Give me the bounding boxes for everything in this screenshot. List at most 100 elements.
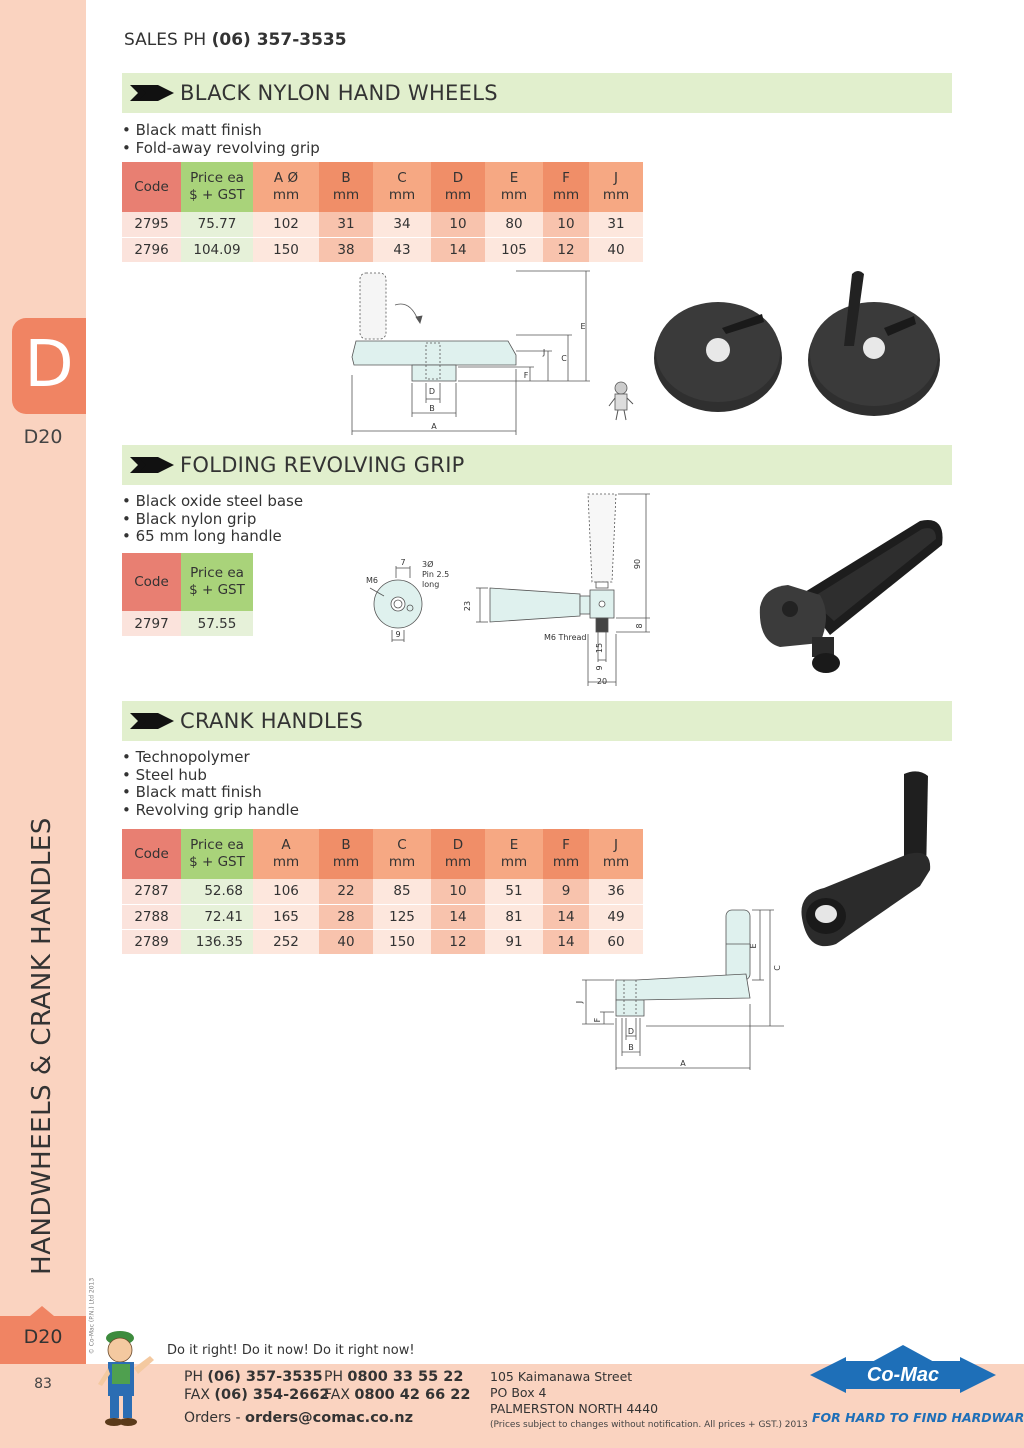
footer-address: 105 Kaimanawa Street PO Box 4 PALMERSTON… bbox=[490, 1369, 658, 1417]
dim-label-b: B bbox=[429, 404, 435, 413]
cell-code: 2788 bbox=[122, 903, 181, 929]
dim-label-f: F bbox=[524, 371, 529, 380]
cell-price: 136.35 bbox=[181, 928, 253, 954]
section-title: BLACK NYLON HAND WHEELS bbox=[180, 81, 498, 105]
arrow-icon bbox=[130, 85, 174, 101]
section-bar-handwheels: BLACK NYLON HAND WHEELS bbox=[122, 73, 952, 113]
sales-phone: (06) 357-3535 bbox=[211, 30, 347, 50]
cell-price: 72.41 bbox=[181, 903, 253, 929]
footer-phone: PH (06) 357-3535 bbox=[184, 1369, 323, 1385]
cell-e: 81 bbox=[485, 903, 543, 929]
cell-f: 10 bbox=[543, 212, 589, 237]
cell-d: 10 bbox=[431, 212, 485, 237]
handwheel-technical-drawing: D B A E C J F bbox=[351, 270, 590, 435]
crank-technical-drawing: E C J F D B A bbox=[575, 909, 784, 1070]
section-bar-crank: CRANK HANDLES bbox=[122, 701, 952, 741]
feature-list-handwheels: • Black matt finish • Fold-away revolvin… bbox=[122, 121, 320, 157]
cell-j: 49 bbox=[589, 903, 643, 929]
crank-photo bbox=[801, 771, 931, 947]
feature-item: • Black matt finish bbox=[122, 121, 262, 139]
feature-item: • Black matt finish bbox=[122, 783, 262, 801]
footer-phone-number: (06) 357-3535 bbox=[207, 1369, 323, 1385]
feature-item: • Black oxide steel base bbox=[122, 492, 304, 510]
logo-tagline: FOR HARD TO FIND HARDWARE bbox=[812, 1410, 1024, 1425]
header-code: Code bbox=[122, 553, 181, 611]
table-row: 2787 52.68 106 22 85 10 51 9 36 bbox=[122, 879, 643, 904]
feature-list-crank: • Technopolymer • Steel hub • Black matt… bbox=[122, 748, 299, 819]
footer-fax-number: (06) 354-2662 bbox=[214, 1387, 330, 1403]
mascot-illustration bbox=[98, 1331, 154, 1426]
cell-b: 38 bbox=[319, 236, 373, 262]
footer-freefax: FAX 0800 42 66 22 bbox=[324, 1387, 471, 1403]
section-letter: D bbox=[24, 328, 74, 402]
cell-d: 14 bbox=[431, 236, 485, 262]
chapter-title: HANDWHEELS & CRANK HANDLES bbox=[27, 817, 57, 1275]
cell-a: 252 bbox=[253, 928, 319, 954]
orders-email-link[interactable]: orders@comac.co.nz bbox=[245, 1410, 414, 1426]
cell-price: 104.09 bbox=[181, 236, 253, 262]
section-title: FOLDING REVOLVING GRIP bbox=[180, 453, 465, 477]
left-sidebar bbox=[0, 0, 86, 1448]
address-line: PO Box 4 bbox=[490, 1385, 547, 1400]
cell-c: 43 bbox=[373, 236, 431, 262]
dim-label-8: 8 bbox=[635, 623, 644, 628]
cell-d: 14 bbox=[431, 903, 485, 929]
grip-side-view-drawing: 90 8 23 M6 Thread 15 9 20 bbox=[463, 493, 650, 686]
cell-b: 28 bbox=[319, 903, 373, 929]
cell-a: 102 bbox=[253, 212, 319, 237]
logo-text: Co-Mac bbox=[867, 1364, 939, 1386]
cell-e: 105 bbox=[485, 236, 543, 262]
cell-f: 9 bbox=[543, 879, 589, 904]
dim-label-15: 15 bbox=[595, 643, 604, 653]
cell-a: 150 bbox=[253, 236, 319, 262]
dim-label-20: 20 bbox=[597, 677, 607, 686]
cell-f: 12 bbox=[543, 236, 589, 262]
section-title: CRANK HANDLES bbox=[180, 709, 364, 733]
bottom-section-code: D20 bbox=[23, 1326, 63, 1348]
dim-label-7: 7 bbox=[400, 558, 405, 567]
feature-item: • Black nylon grip bbox=[122, 509, 257, 528]
cell-c: 85 bbox=[373, 879, 431, 904]
dim-label-f: F bbox=[593, 1017, 602, 1022]
table-row: 2796 104.09 150 38 43 14 105 12 40 bbox=[122, 236, 643, 262]
dim-label-e: E bbox=[749, 943, 758, 948]
dim-label-pin: long bbox=[422, 580, 439, 589]
cell-code: 2787 bbox=[122, 879, 181, 904]
cell-price: 75.77 bbox=[181, 212, 253, 237]
footer-freefax-number: 0800 42 66 22 bbox=[354, 1387, 471, 1403]
cell-b: 31 bbox=[319, 212, 373, 237]
dim-label-d: D bbox=[429, 387, 435, 396]
cell-e: 80 bbox=[485, 212, 543, 237]
cell-j: 31 bbox=[589, 212, 643, 237]
spec-table-grip: Code Price ea$ + GST 2797 57.55 bbox=[122, 553, 253, 636]
cell-a: 165 bbox=[253, 903, 319, 929]
dim-label-pin: Pin 2.5 bbox=[422, 570, 449, 579]
footer-tagline: Do it right! Do it now! Do it right now! bbox=[167, 1343, 415, 1358]
cell-f: 14 bbox=[543, 903, 589, 929]
cell-e: 91 bbox=[485, 928, 543, 954]
sales-prefix: SALES PH bbox=[124, 30, 212, 50]
section-code: D20 bbox=[23, 426, 63, 448]
table-row: 2789 136.35 252 40 150 12 91 14 60 bbox=[122, 928, 643, 954]
feature-item: • 65 mm long handle bbox=[122, 527, 282, 545]
dim-label-j: J bbox=[542, 348, 545, 357]
price-note: (Prices subject to changes without notif… bbox=[490, 1420, 808, 1430]
section-bar-grip: FOLDING REVOLVING GRIP bbox=[122, 445, 952, 485]
header-price: Price ea$ + GST bbox=[181, 829, 253, 879]
address-line: 105 Kaimanawa Street bbox=[490, 1369, 633, 1384]
grip-photo bbox=[759, 520, 943, 673]
dim-label-a: A bbox=[680, 1059, 686, 1068]
page-number: 83 bbox=[34, 1376, 52, 1392]
dim-label-9: 9 bbox=[595, 665, 604, 670]
cell-a: 106 bbox=[253, 879, 319, 904]
cell-c: 150 bbox=[373, 928, 431, 954]
table-row: 2797 57.55 bbox=[122, 611, 253, 636]
dim-label-90: 90 bbox=[633, 559, 642, 569]
